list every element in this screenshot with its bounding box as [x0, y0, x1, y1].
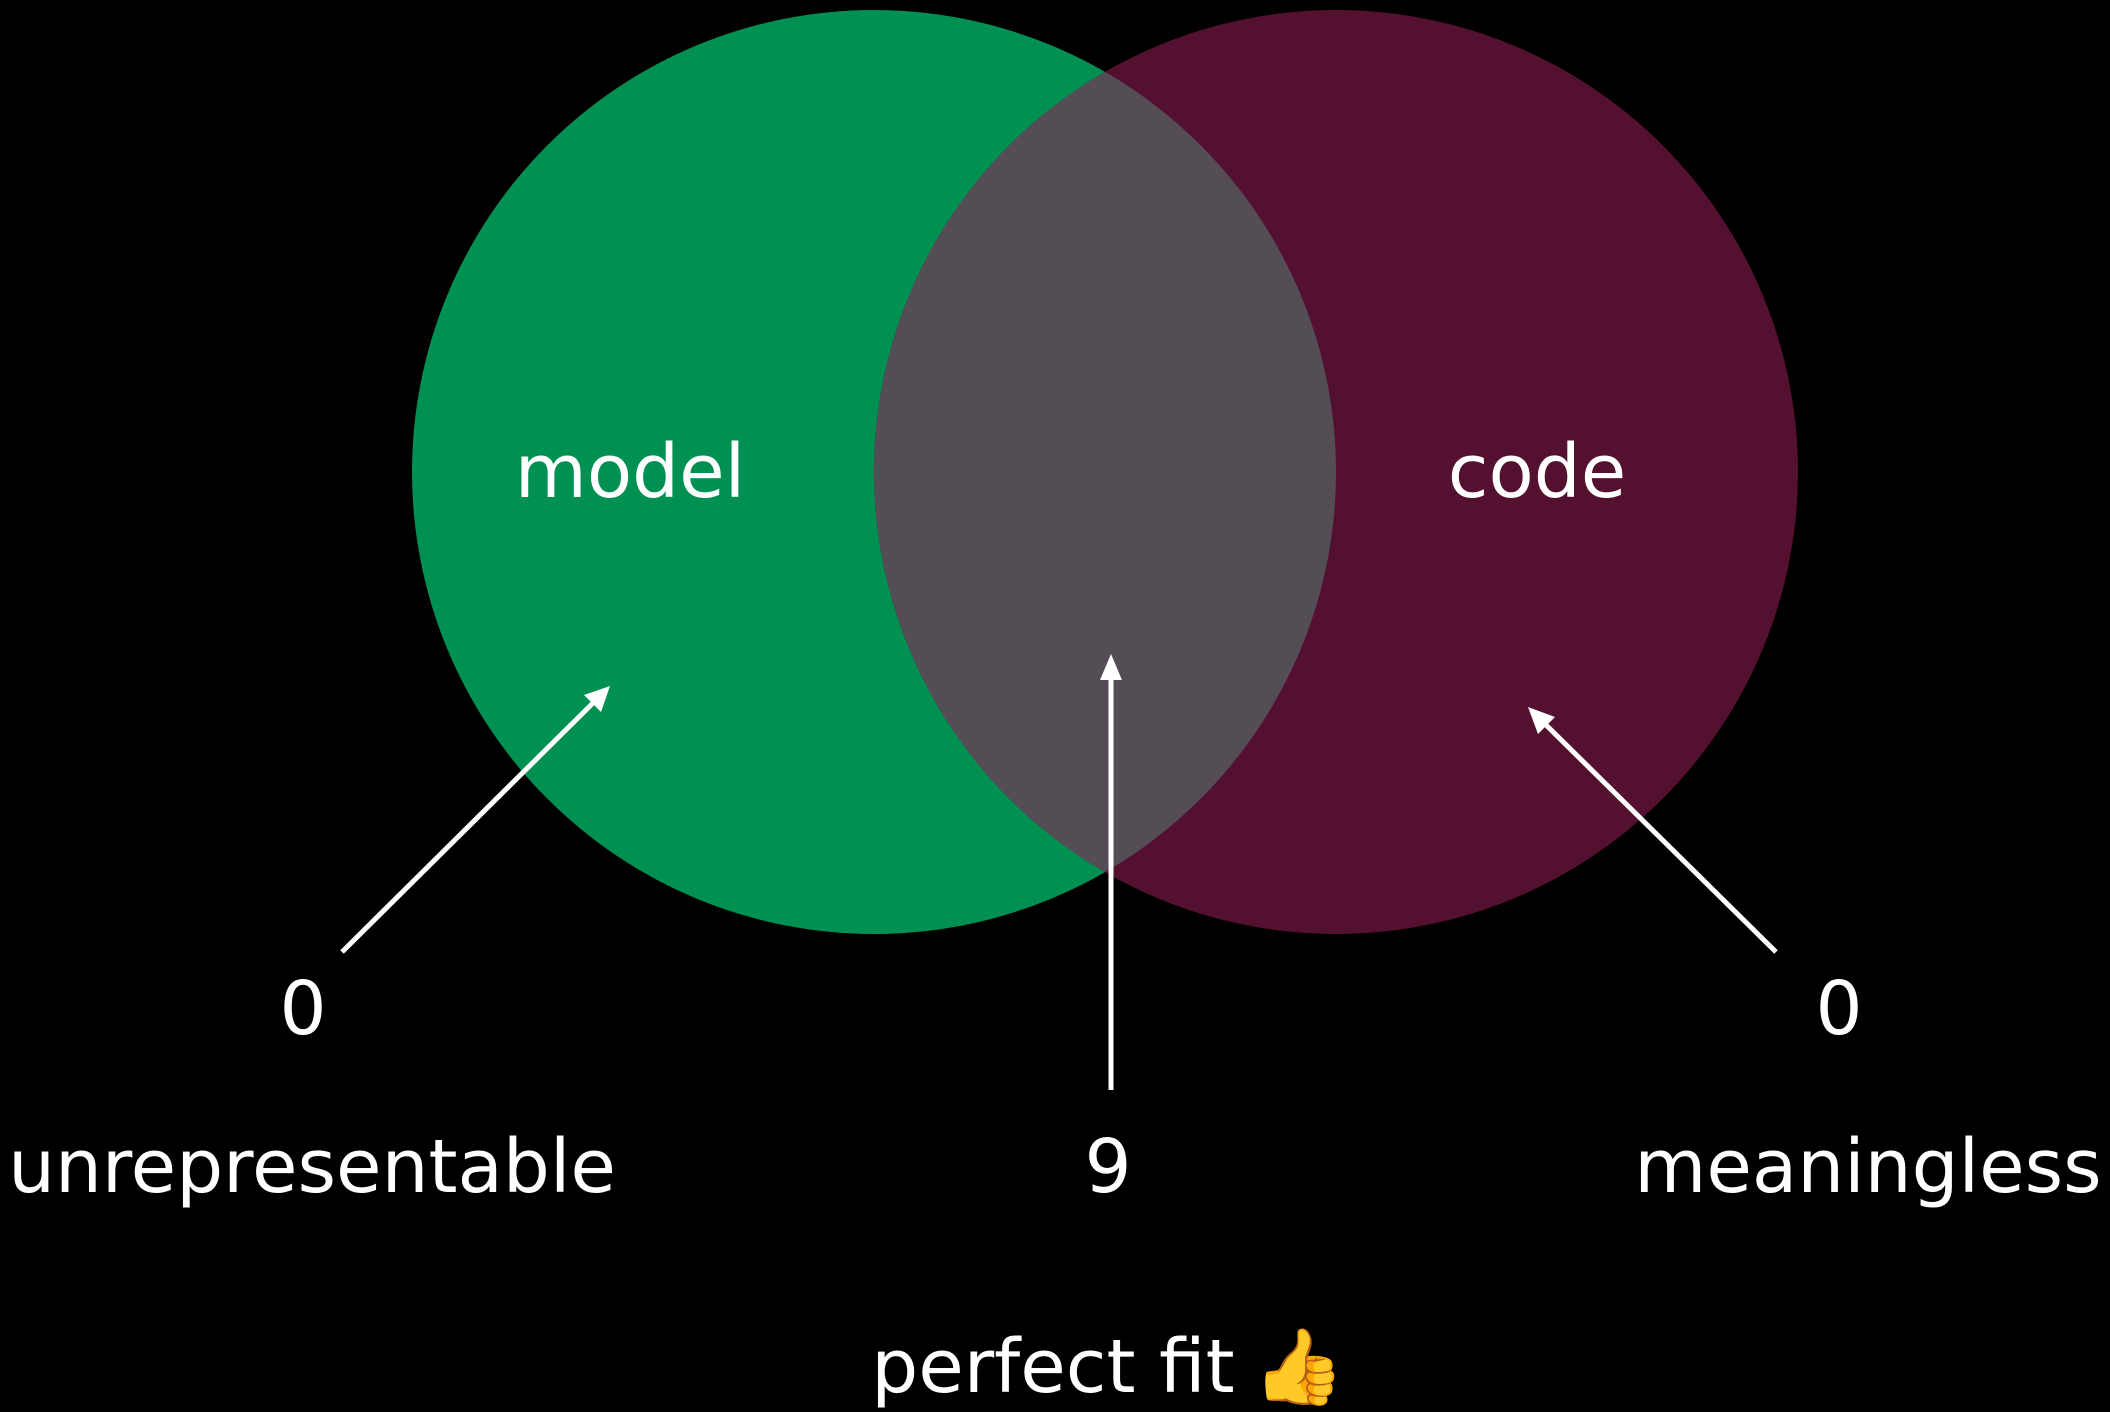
arrow-overlap [1100, 654, 1122, 1090]
arrow-code-only [1528, 707, 1778, 954]
overlap-count: 9 [1084, 1124, 1131, 1210]
overlap-region [874, 10, 1336, 934]
model-only-caption: unrepresentable [8, 1124, 616, 1210]
model-label: model [515, 429, 745, 515]
code-label: code [1448, 429, 1626, 515]
overlap-caption: perfect fit👍 [871, 1324, 1345, 1410]
code-only-count: 0 [1815, 966, 1862, 1052]
overlap-caption-text: perfect fit [871, 1324, 1234, 1410]
code-only-caption: meaningless [1634, 1124, 2102, 1210]
thumbs-up-icon: 👍 [1253, 1324, 1345, 1410]
arrow-model-only [340, 686, 610, 954]
model-only-count: 0 [279, 966, 326, 1052]
